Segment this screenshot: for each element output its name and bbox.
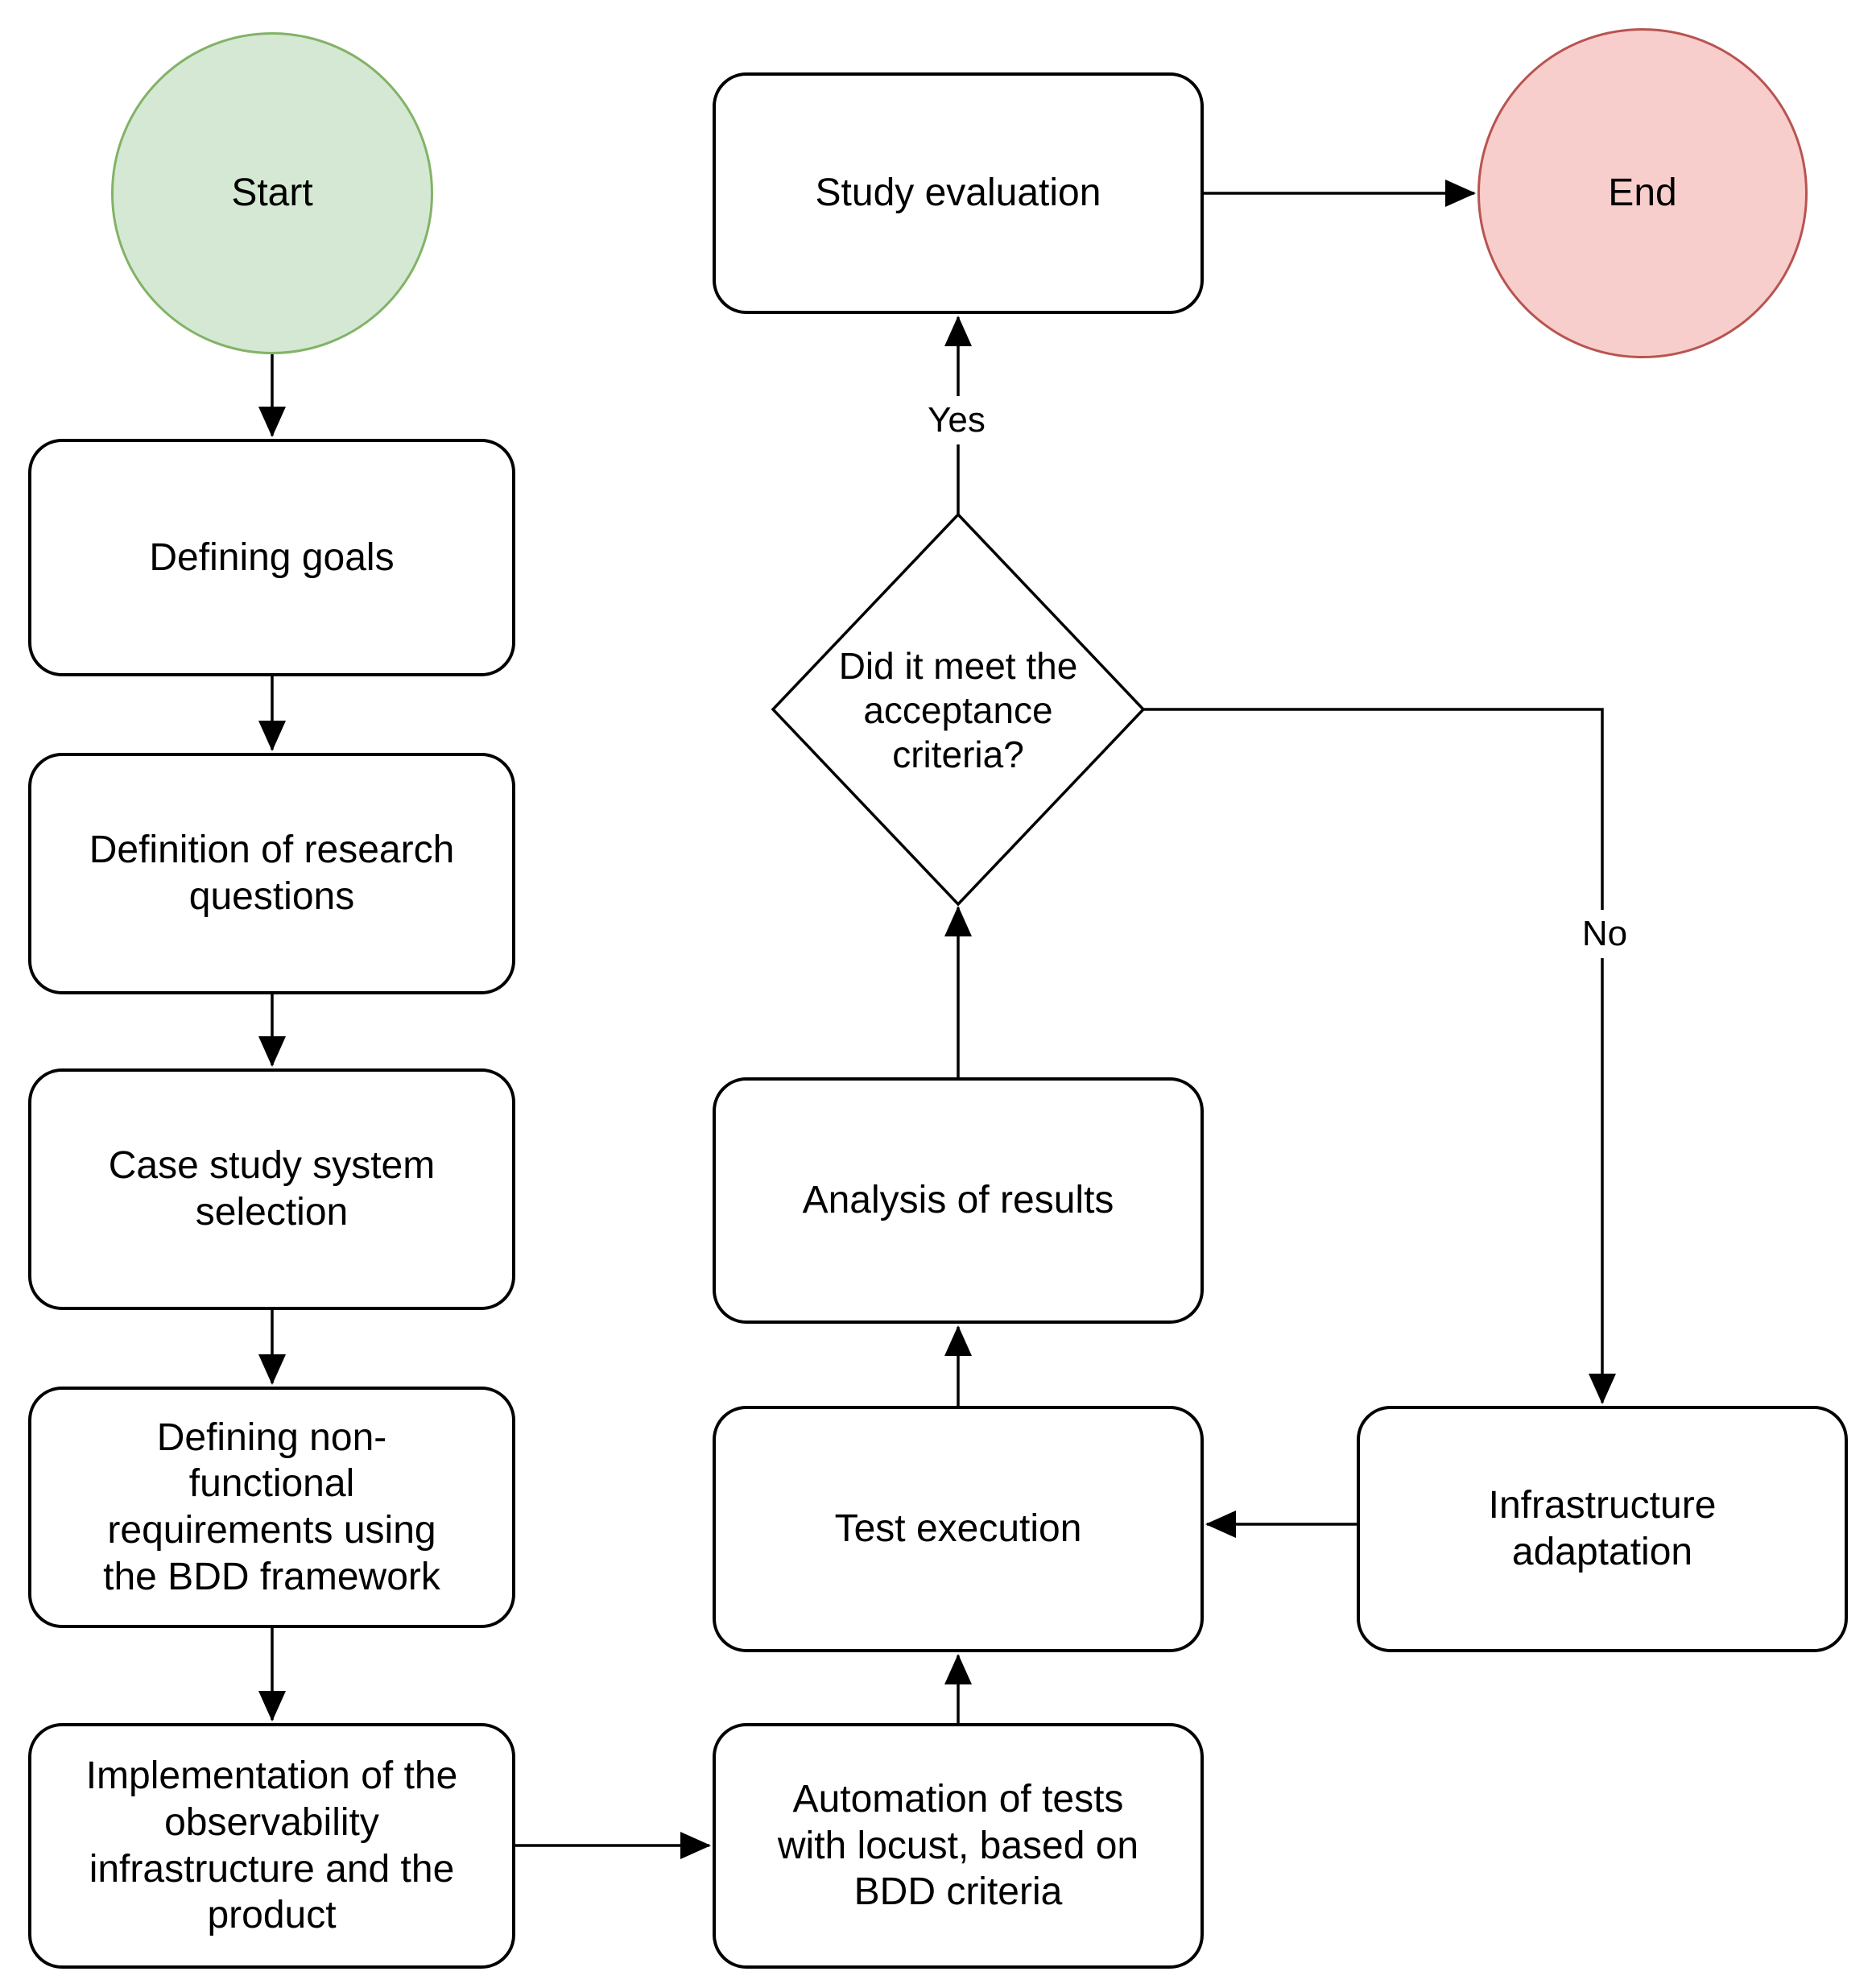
analysis-results-label: Analysis of results [802,1179,1114,1222]
process-study-evaluation: Study evaluation [713,72,1204,314]
decision-acceptance-criteria: Did it meet the acceptance criteria? [797,632,1119,789]
acceptance-criteria-label: Did it meet the acceptance criteria? [838,644,1078,776]
process-test-execution: Test execution [713,1406,1204,1652]
end-label: End [1608,172,1677,215]
case-study-selection-label: Case study system selection [108,1144,436,1234]
edge-decision-to-infra-no [1143,708,1616,1404]
edge-label-no: No [1548,910,1661,958]
research-questions-label: Definition of research questions [89,829,455,918]
infrastructure-adaptation-label: Infrastructure adaptation [1488,1484,1717,1573]
process-nonfunctional-requirements: Defining non- functional requirements us… [28,1387,515,1628]
process-analysis-results: Analysis of results [713,1077,1204,1324]
decision-diamond-shape [771,512,1146,907]
defining-goals-label: Defining goals [149,535,395,579]
start-label: Start [231,172,313,215]
test-automation-label: Automation of tests with locust, based o… [777,1778,1139,1914]
process-case-study-selection: Case study system selection [28,1068,515,1310]
process-research-questions: Definition of research questions [28,753,515,994]
process-defining-goals: Defining goals [28,439,515,676]
process-test-automation: Automation of tests with locust, based o… [713,1723,1204,1969]
end-terminal: End [1477,28,1808,358]
process-implementation-observability: Implementation of the observability infr… [28,1723,515,1969]
process-infrastructure-adaptation: Infrastructure adaptation [1357,1406,1848,1652]
implementation-label: Implementation of the observability infr… [85,1754,458,1937]
start-terminal: Start [111,32,433,354]
study-evaluation-label: Study evaluation [815,172,1101,215]
test-execution-label: Test execution [834,1507,1082,1551]
edge-label-yes: Yes [896,396,1017,444]
nonfunctional-requirements-label: Defining non- functional requirements us… [103,1416,440,1598]
